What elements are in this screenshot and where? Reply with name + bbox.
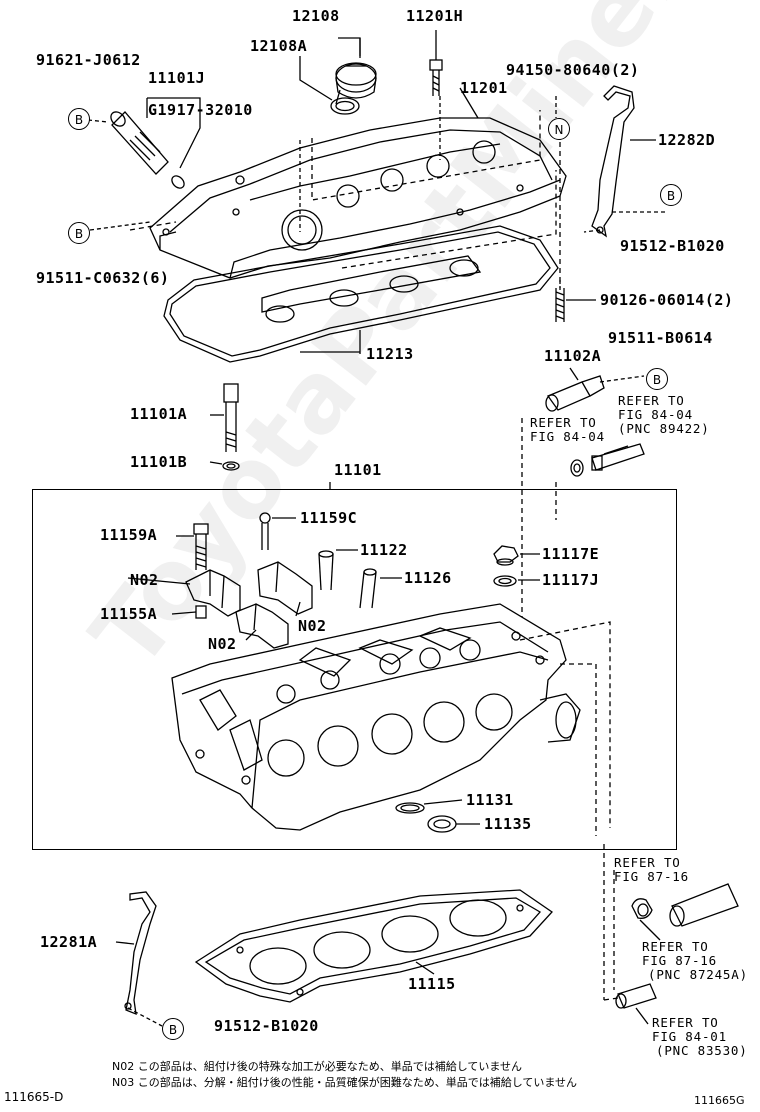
bolt-11159c <box>259 512 271 550</box>
temp-sensor <box>570 443 645 477</box>
label-11101j: 11101J <box>148 69 206 87</box>
callout-b-3: B <box>660 184 682 206</box>
stud-90126 <box>555 288 565 322</box>
label-11115: 11115 <box>408 975 456 993</box>
label-91511b: 91511-B0614 <box>608 329 713 347</box>
label-91512-bot: 91512-B1020 <box>214 1017 319 1035</box>
plug-11117e <box>493 545 519 566</box>
label-12281a: 12281A <box>40 933 98 951</box>
seal-11131 <box>395 802 425 814</box>
bracket-12282d <box>591 85 635 238</box>
label-90126: 90126-06014(2) <box>600 291 734 309</box>
bearing-cap-rear <box>257 561 313 615</box>
label-11101b: 11101B <box>130 453 188 471</box>
note-n02: N02 この部品は、組付け後の特殊な加工が必要なため、単品では補給していません <box>112 1060 523 1073</box>
gasket-11117j <box>493 575 517 587</box>
ref4-line2: FIG 87-16 <box>642 953 717 968</box>
callout-n-1: N <box>548 118 570 140</box>
ref1-line3: (PNC 89422) <box>618 421 710 436</box>
footer-right-code: 111665G <box>694 1094 745 1107</box>
cam-position-sensor <box>545 375 645 412</box>
cylinder-head-group-frame <box>32 489 677 850</box>
label-11101a: 11101A <box>130 405 188 423</box>
hose-87245a <box>631 883 739 927</box>
oil-filler-cap <box>330 62 377 115</box>
ref1-line2: FIG 84-04 <box>618 407 693 422</box>
ref4-line3: (PNC 87245A) <box>648 967 748 982</box>
label-91621: 91621-J0612 <box>36 51 141 69</box>
label-11101: 11101 <box>334 461 382 479</box>
label-11122: 11122 <box>360 541 408 559</box>
label-12282d: 12282D <box>658 131 716 149</box>
label-11131: 11131 <box>466 791 514 809</box>
label-11159c: 11159C <box>300 509 358 527</box>
label-n02-a: N02 <box>130 571 159 589</box>
ref3-line1: REFER TO <box>614 855 681 870</box>
label-11117j: 11117J <box>542 571 600 589</box>
bracket-12281a <box>124 891 157 1016</box>
sensor-83530 <box>615 983 657 1025</box>
ref1-line1: REFER TO <box>618 393 685 408</box>
label-n02-c: N02 <box>208 635 237 653</box>
label-12108: 12108 <box>292 7 340 25</box>
head-bolt <box>222 383 240 471</box>
ref5-line2: FIG 84-01 <box>652 1029 727 1044</box>
callout-b-5: B <box>162 1018 184 1040</box>
head-gasket <box>194 889 553 1003</box>
ref3-line2: FIG 87-16 <box>614 869 689 884</box>
ref2-line2: FIG 84-04 <box>530 429 605 444</box>
bearing-cap-middle <box>235 603 289 649</box>
label-11213: 11213 <box>366 345 414 363</box>
cylinder-head-cover <box>149 96 567 279</box>
label-12108a: 12108A <box>250 37 308 55</box>
label-n02-b: N02 <box>298 617 327 635</box>
label-11201: 11201 <box>460 79 508 97</box>
bolt-11201h <box>429 30 443 96</box>
callout-b-2: B <box>68 222 90 244</box>
label-11102a: 11102A <box>544 347 602 365</box>
label-11135: 11135 <box>484 815 532 833</box>
label-11126: 11126 <box>404 569 452 587</box>
label-91511c: 91511-C0632(6) <box>36 269 170 287</box>
ref2-line1: REFER TO <box>530 415 597 430</box>
footer-left-code: 111665-D <box>4 1090 64 1104</box>
callout-b-1: B <box>68 108 90 130</box>
label-11155a: 11155A <box>100 605 158 623</box>
ref5-line1: REFER TO <box>652 1015 719 1030</box>
label-11117e: 11117E <box>542 545 600 563</box>
oil-control-valve <box>87 111 185 189</box>
label-11159a: 11159A <box>100 526 158 544</box>
label-11201h: 11201H <box>406 7 464 25</box>
bolt-11159a <box>193 523 209 570</box>
ref5-line3: (PNC 83530) <box>656 1043 748 1058</box>
label-g1917: G1917-32010 <box>148 101 253 119</box>
callout-b-4: B <box>646 368 668 390</box>
label-91512-top: 91512-B1020 <box>620 237 725 255</box>
guide-11122 <box>318 550 334 591</box>
guide-11126 <box>359 568 377 609</box>
cylinder-head <box>171 603 581 831</box>
label-94150: 94150-80640(2) <box>506 61 640 79</box>
ref4-line1: REFER TO <box>642 939 709 954</box>
head-cover-gasket <box>163 225 559 363</box>
note-n03: N03 この部品は、分解・組付け後の性能・品質確保が困難なため、単品では補給して… <box>112 1076 578 1089</box>
